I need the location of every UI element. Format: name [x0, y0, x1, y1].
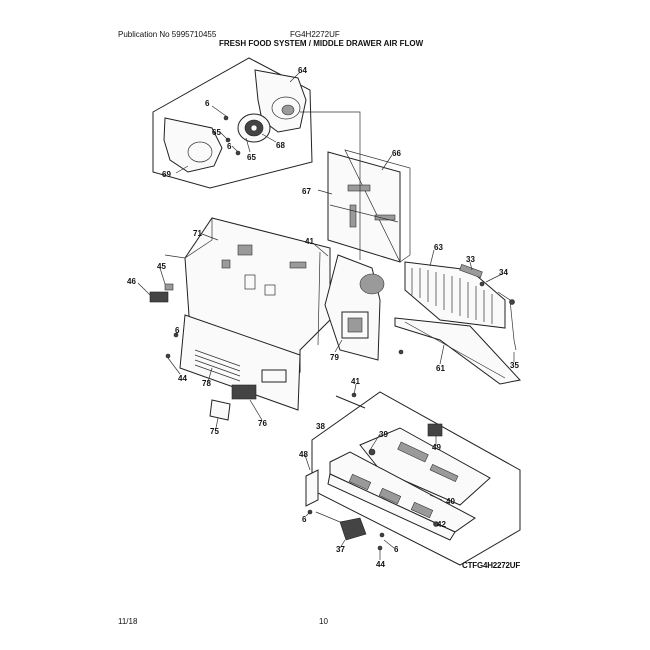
callout-35: 35 — [510, 361, 519, 370]
callout-45: 45 — [157, 262, 166, 271]
callout-33: 33 — [466, 255, 475, 264]
callout-71: 71 — [193, 229, 202, 238]
callout-67: 67 — [302, 187, 311, 196]
housing-40 — [329, 451, 476, 533]
callout-63: 63 — [434, 243, 443, 252]
callout-48: 48 — [299, 450, 308, 459]
diagram-code: CTFG4H2272UF — [462, 561, 521, 570]
callout-40: 40 — [446, 497, 455, 506]
model-number: FG4H2272UF — [290, 30, 340, 39]
callout-44: 44 — [178, 374, 187, 383]
page-title: FRESH FOOD SYSTEM / MIDDLE DRAWER AIR FL… — [219, 39, 424, 48]
callout-78: 78 — [202, 379, 211, 388]
callout-49: 49 — [432, 443, 441, 452]
callout-44: 44 — [376, 560, 385, 569]
callout-6: 6 — [302, 515, 307, 524]
callout-6: 6 — [227, 142, 232, 151]
callout-65: 65 — [247, 153, 256, 162]
damper-housing-79 — [324, 254, 381, 361]
callout-41: 41 — [351, 377, 360, 386]
label-plate-75 — [209, 399, 231, 421]
fan-assembly-group — [152, 57, 313, 189]
fan-assembly-box — [152, 57, 313, 189]
evaporator-grille-group — [394, 261, 521, 385]
fan-shroud-69 — [163, 117, 223, 173]
callout-46: 46 — [127, 277, 136, 286]
callout-79: 79 — [330, 353, 339, 362]
callout-6: 6 — [205, 99, 210, 108]
part-48 — [305, 469, 319, 507]
lower-cover-78 — [179, 314, 301, 411]
damper-housing-group — [317, 251, 404, 361]
callout-76: 76 — [258, 419, 267, 428]
callout-39: 39 — [379, 430, 388, 439]
callout-34: 34 — [499, 268, 508, 277]
page-number: 10 — [319, 617, 328, 626]
footer-date: 11/18 — [118, 617, 138, 626]
part-49 — [427, 423, 443, 437]
callout-42: 42 — [437, 520, 446, 529]
callout-69: 69 — [162, 170, 171, 179]
callout-labels: 64 6 65 6 65 68 69 66 67 71 41 63 33 34 … — [127, 66, 519, 569]
callout-61: 61 — [436, 364, 445, 373]
callout-75: 75 — [210, 427, 219, 436]
part-46 — [149, 291, 169, 303]
callout-37: 37 — [336, 545, 345, 554]
air-duct-panel-group — [327, 149, 411, 263]
part-76 — [231, 384, 257, 400]
callout-6: 6 — [175, 326, 180, 335]
publication-number: Publication No 5995710455 — [118, 30, 217, 39]
callout-68: 68 — [276, 141, 285, 150]
callout-66: 66 — [392, 149, 401, 158]
lower-cover-group — [149, 283, 301, 421]
callout-65: 65 — [212, 128, 221, 137]
callout-6: 6 — [394, 545, 399, 554]
part-37 — [339, 517, 367, 541]
callout-64: 64 — [298, 66, 307, 75]
callout-41: 41 — [305, 237, 314, 246]
callout-38: 38 — [316, 422, 325, 431]
drawer-housing-group — [311, 391, 521, 566]
fan-housing-64 — [254, 69, 307, 133]
